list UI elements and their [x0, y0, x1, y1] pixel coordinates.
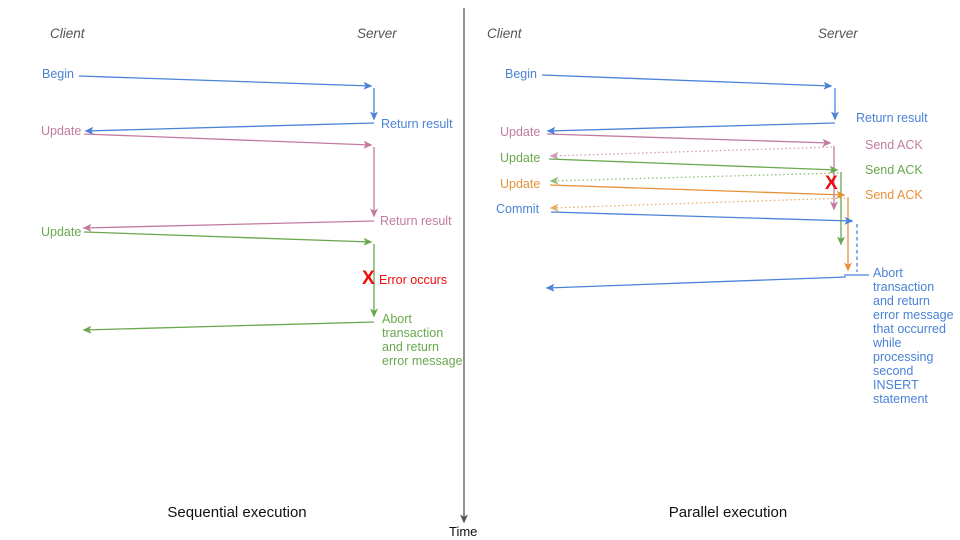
- left-abort-message: Abort transaction and return error messa…: [382, 312, 463, 368]
- left-error-x-icon: X: [362, 268, 375, 289]
- left-return2-response: [82, 220, 375, 232]
- left-client-heading: Client: [50, 26, 85, 41]
- left-return1-response: [84, 122, 375, 135]
- right-send-ack-label-2: Send ACK: [865, 163, 923, 177]
- right-commit-label: Commit: [496, 202, 540, 216]
- right-send-ack-label-1: Send ACK: [865, 138, 923, 152]
- right-return1-response: [546, 122, 836, 135]
- right-send-ack-label-3: Send ACK: [865, 188, 923, 202]
- left-update1-request: [83, 133, 373, 149]
- left-error-occurs-label: Error occurs: [379, 273, 448, 287]
- right-update-label-2: Update: [500, 151, 541, 165]
- left-update-label-2: Update: [41, 225, 82, 239]
- left-return-result-label-2: Return result: [380, 214, 452, 228]
- right-update3-request: [549, 184, 846, 199]
- right-update-label-3: Update: [500, 177, 541, 191]
- right-abort-response: [545, 276, 847, 292]
- right-client-heading: Client: [487, 26, 522, 41]
- right-commit-request: [550, 211, 854, 225]
- left-abort-response: [82, 321, 375, 334]
- left-panel-caption: Sequential execution: [167, 504, 307, 521]
- right-panel-caption: Parallel execution: [668, 504, 788, 521]
- left-update-label-1: Update: [41, 124, 82, 138]
- left-return-result-label-1: Return result: [381, 117, 453, 131]
- right-begin-request: [541, 74, 833, 90]
- right-return-result-label: Return result: [856, 111, 928, 125]
- left-server-heading: Server: [357, 26, 397, 41]
- right-ack1: [549, 146, 833, 160]
- right-ack2: [549, 172, 839, 185]
- right-update-label-1: Update: [500, 125, 541, 139]
- right-abort-message: Abort transaction and return error messa…: [873, 266, 954, 406]
- right-server-heading: Server: [818, 26, 858, 41]
- left-update2-request: [83, 231, 373, 246]
- right-begin-label: Begin: [505, 67, 537, 81]
- right-ack3: [549, 197, 846, 212]
- right-update2-request: [548, 158, 839, 174]
- left-begin-request: [78, 75, 373, 90]
- time-axis-label: Time: [449, 524, 478, 539]
- left-begin-label: Begin: [42, 67, 74, 81]
- right-update1-request: [546, 133, 832, 147]
- right-error-x-icon: X: [825, 173, 838, 194]
